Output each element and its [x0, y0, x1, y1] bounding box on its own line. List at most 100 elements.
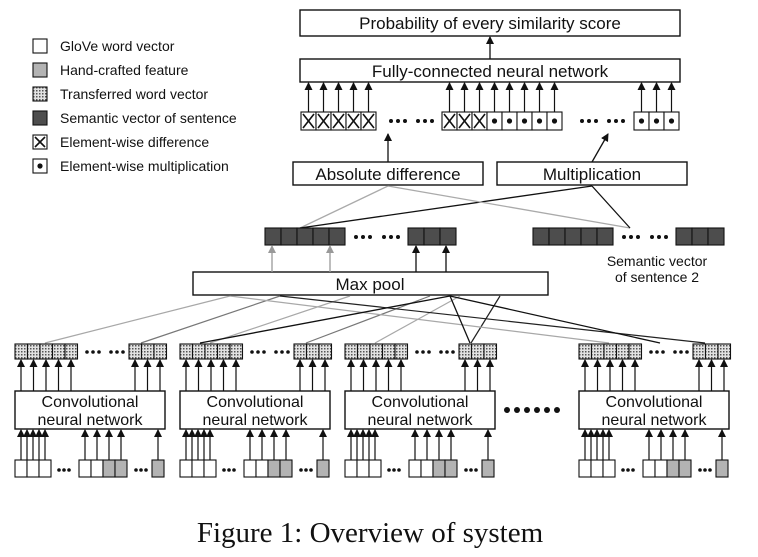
- sentence2-ellipsis-1: [622, 235, 640, 239]
- glove-input-cell: [255, 459, 269, 478]
- absolute-difference-box: Absolute difference: [292, 161, 484, 186]
- glove-input-cell: [243, 459, 257, 478]
- legend-swatch-hand: [32, 62, 48, 78]
- legend-swatch-mult: [32, 158, 48, 174]
- transferred-ellipsis-1: [250, 350, 266, 354]
- transferred-cell: [615, 343, 630, 360]
- multiplication-box: Multiplication: [496, 161, 688, 186]
- hand-input-cell: [678, 459, 692, 478]
- vector-to-pool-line: [209, 295, 351, 344]
- sentence1-vector-cell-4: [328, 227, 346, 246]
- transferred-end-cell: [153, 343, 168, 360]
- hand-input-cell: [481, 459, 495, 478]
- legend-swatch-semantic: [32, 110, 48, 126]
- hand-input-cell: [151, 459, 165, 478]
- transferred-cell: [64, 343, 79, 360]
- feature-diff-cell-0: [300, 111, 317, 131]
- cnn-label-line1: Convolutional: [372, 394, 469, 411]
- pool-to-vector-arrows: [268, 245, 450, 272]
- cnn-label-line1: Convolutional: [207, 394, 304, 411]
- transferred-cell: [26, 343, 41, 360]
- feature-mult-cell-2: [663, 111, 680, 131]
- vector-to-pool-line: [44, 295, 231, 344]
- input-ellipsis-1: [387, 468, 401, 472]
- sentence1-vector-end-cell-2: [439, 227, 457, 246]
- hand-input-cell: [279, 459, 293, 478]
- hand-input-cell: [432, 459, 446, 478]
- transferred-end-cell: [293, 343, 308, 360]
- sentence2-label-line2: of sentence 2: [615, 269, 699, 285]
- legend-label-mult: Element-wise multiplication: [60, 158, 229, 174]
- figure-caption: Figure 1: Overview of system: [197, 517, 544, 549]
- transferred-cell: [39, 343, 54, 360]
- transferred-cell: [229, 343, 244, 360]
- sentence2-vector-cell-2: [564, 227, 582, 246]
- glove-input-cell: [408, 459, 422, 478]
- cnn-label-line2: neural network: [602, 412, 708, 429]
- transferred-end-cell: [717, 343, 732, 360]
- input-ellipsis-1: [621, 468, 635, 472]
- sentence1-vector-end-cell-1: [423, 227, 441, 246]
- sentence1-vector-cell-2: [296, 227, 314, 246]
- legend-item-diff: Element-wise difference: [32, 134, 209, 150]
- input-ellipsis-1: [222, 468, 236, 472]
- hand-input-cell: [267, 459, 281, 478]
- transferred-ellipsis-1: [649, 350, 665, 354]
- legend-swatch-glove: [32, 38, 48, 54]
- transferred-cell: [14, 343, 29, 360]
- feature-mid-cell-5: [516, 111, 533, 131]
- transferred-cell: [603, 343, 618, 360]
- feature-ellipsis-4: [607, 119, 625, 123]
- legend-label-transfer: Transferred word vector: [60, 86, 208, 102]
- legend-label-hand: Hand-crafted feature: [60, 62, 189, 78]
- vector-to-pool-line: [279, 295, 706, 344]
- cnn-groups-ellipsis: [504, 407, 560, 413]
- transferred-end-cell: [704, 343, 719, 360]
- glove-input-cell: [590, 459, 604, 478]
- glove-input-cell: [78, 459, 92, 478]
- legend-item-semantic: Semantic vector of sentence: [32, 110, 237, 126]
- legend-item-hand: Hand-crafted feature: [32, 62, 189, 78]
- feature-mid-cell-6: [531, 111, 548, 131]
- combined-feature-vector: [300, 82, 680, 131]
- sentence1-vector-cell-0: [264, 227, 282, 246]
- legend-label-semantic: Semantic vector of sentence: [60, 110, 237, 126]
- hand-input-cell: [444, 459, 458, 478]
- feature-diff-cell-2: [330, 111, 347, 131]
- transferred-end-cell: [470, 343, 485, 360]
- vector-to-pool-line: [449, 295, 471, 344]
- glove-input-cell: [90, 459, 104, 478]
- transferred-ellipsis-2: [439, 350, 455, 354]
- feature-mult-cell-1: [648, 111, 665, 131]
- legend-item-mult: Element-wise multiplication: [32, 158, 229, 174]
- glove-input-cell: [368, 459, 382, 478]
- glove-input-cell: [642, 459, 656, 478]
- feature-diff-cell-1: [315, 111, 332, 131]
- sentence-to-ops-lines: [299, 185, 631, 229]
- feature-ellipsis-1: [389, 119, 407, 123]
- transferred-end-cell: [305, 343, 320, 360]
- feature-ellipsis-2: [416, 119, 434, 123]
- vectors-to-pool-lines: [44, 295, 706, 344]
- glove-input-cell: [356, 459, 370, 478]
- legend-swatch-diff: [32, 134, 48, 150]
- glove-input-cell: [38, 459, 52, 478]
- glove-input-cell: [344, 459, 358, 478]
- input-ellipsis-2: [134, 468, 148, 472]
- vector-to-pool-line: [229, 295, 610, 344]
- mult-to-vector-arrow: [591, 133, 609, 163]
- vector-to-pool-line: [199, 295, 451, 344]
- transferred-cell: [394, 343, 409, 360]
- transferred-cell: [51, 343, 66, 360]
- hand-input-cell: [102, 459, 116, 478]
- sentence1-vector-cell-1: [280, 227, 298, 246]
- transferred-cell: [628, 343, 643, 360]
- probability-box: Probability of every similarity score: [299, 9, 681, 37]
- legend-item-transfer: Transferred word vector: [32, 86, 208, 102]
